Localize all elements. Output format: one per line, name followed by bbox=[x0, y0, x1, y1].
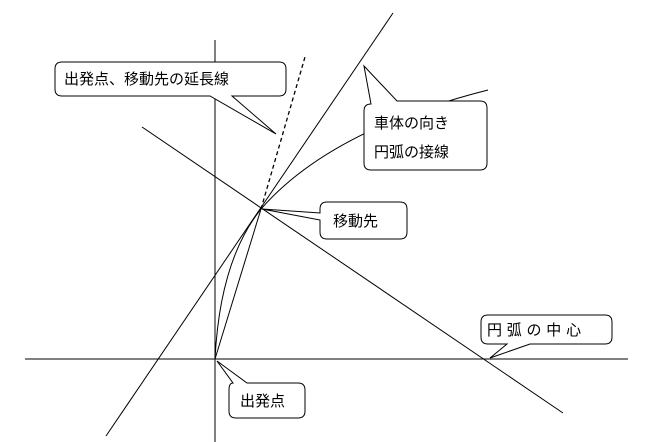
radius-line bbox=[141, 126, 564, 414]
callout-extension-line: 出発点、移動先の延長線 bbox=[54, 61, 287, 135]
extension-line-label: 出発点、移動先の延長線 bbox=[64, 70, 229, 88]
arc-tangent-label: 円弧の接線 bbox=[374, 143, 449, 161]
callout-vehicle-heading: 車体の向き 円弧の接線 bbox=[363, 64, 488, 171]
vehicle-heading-label: 車体の向き bbox=[374, 114, 449, 132]
chord-line bbox=[214, 208, 262, 360]
chord-extension-dashed bbox=[260, 56, 306, 210]
start-point-label: 出発点 bbox=[240, 392, 285, 410]
callout-arc-center: 円 弧 の 中 心 bbox=[480, 314, 613, 359]
destination-label: 移動先 bbox=[333, 212, 378, 230]
arc-center-label: 円 弧 の 中 心 bbox=[487, 321, 581, 339]
callout-start-point: 出発点 bbox=[216, 360, 306, 419]
callout-destination: 移動先 bbox=[261, 201, 408, 240]
